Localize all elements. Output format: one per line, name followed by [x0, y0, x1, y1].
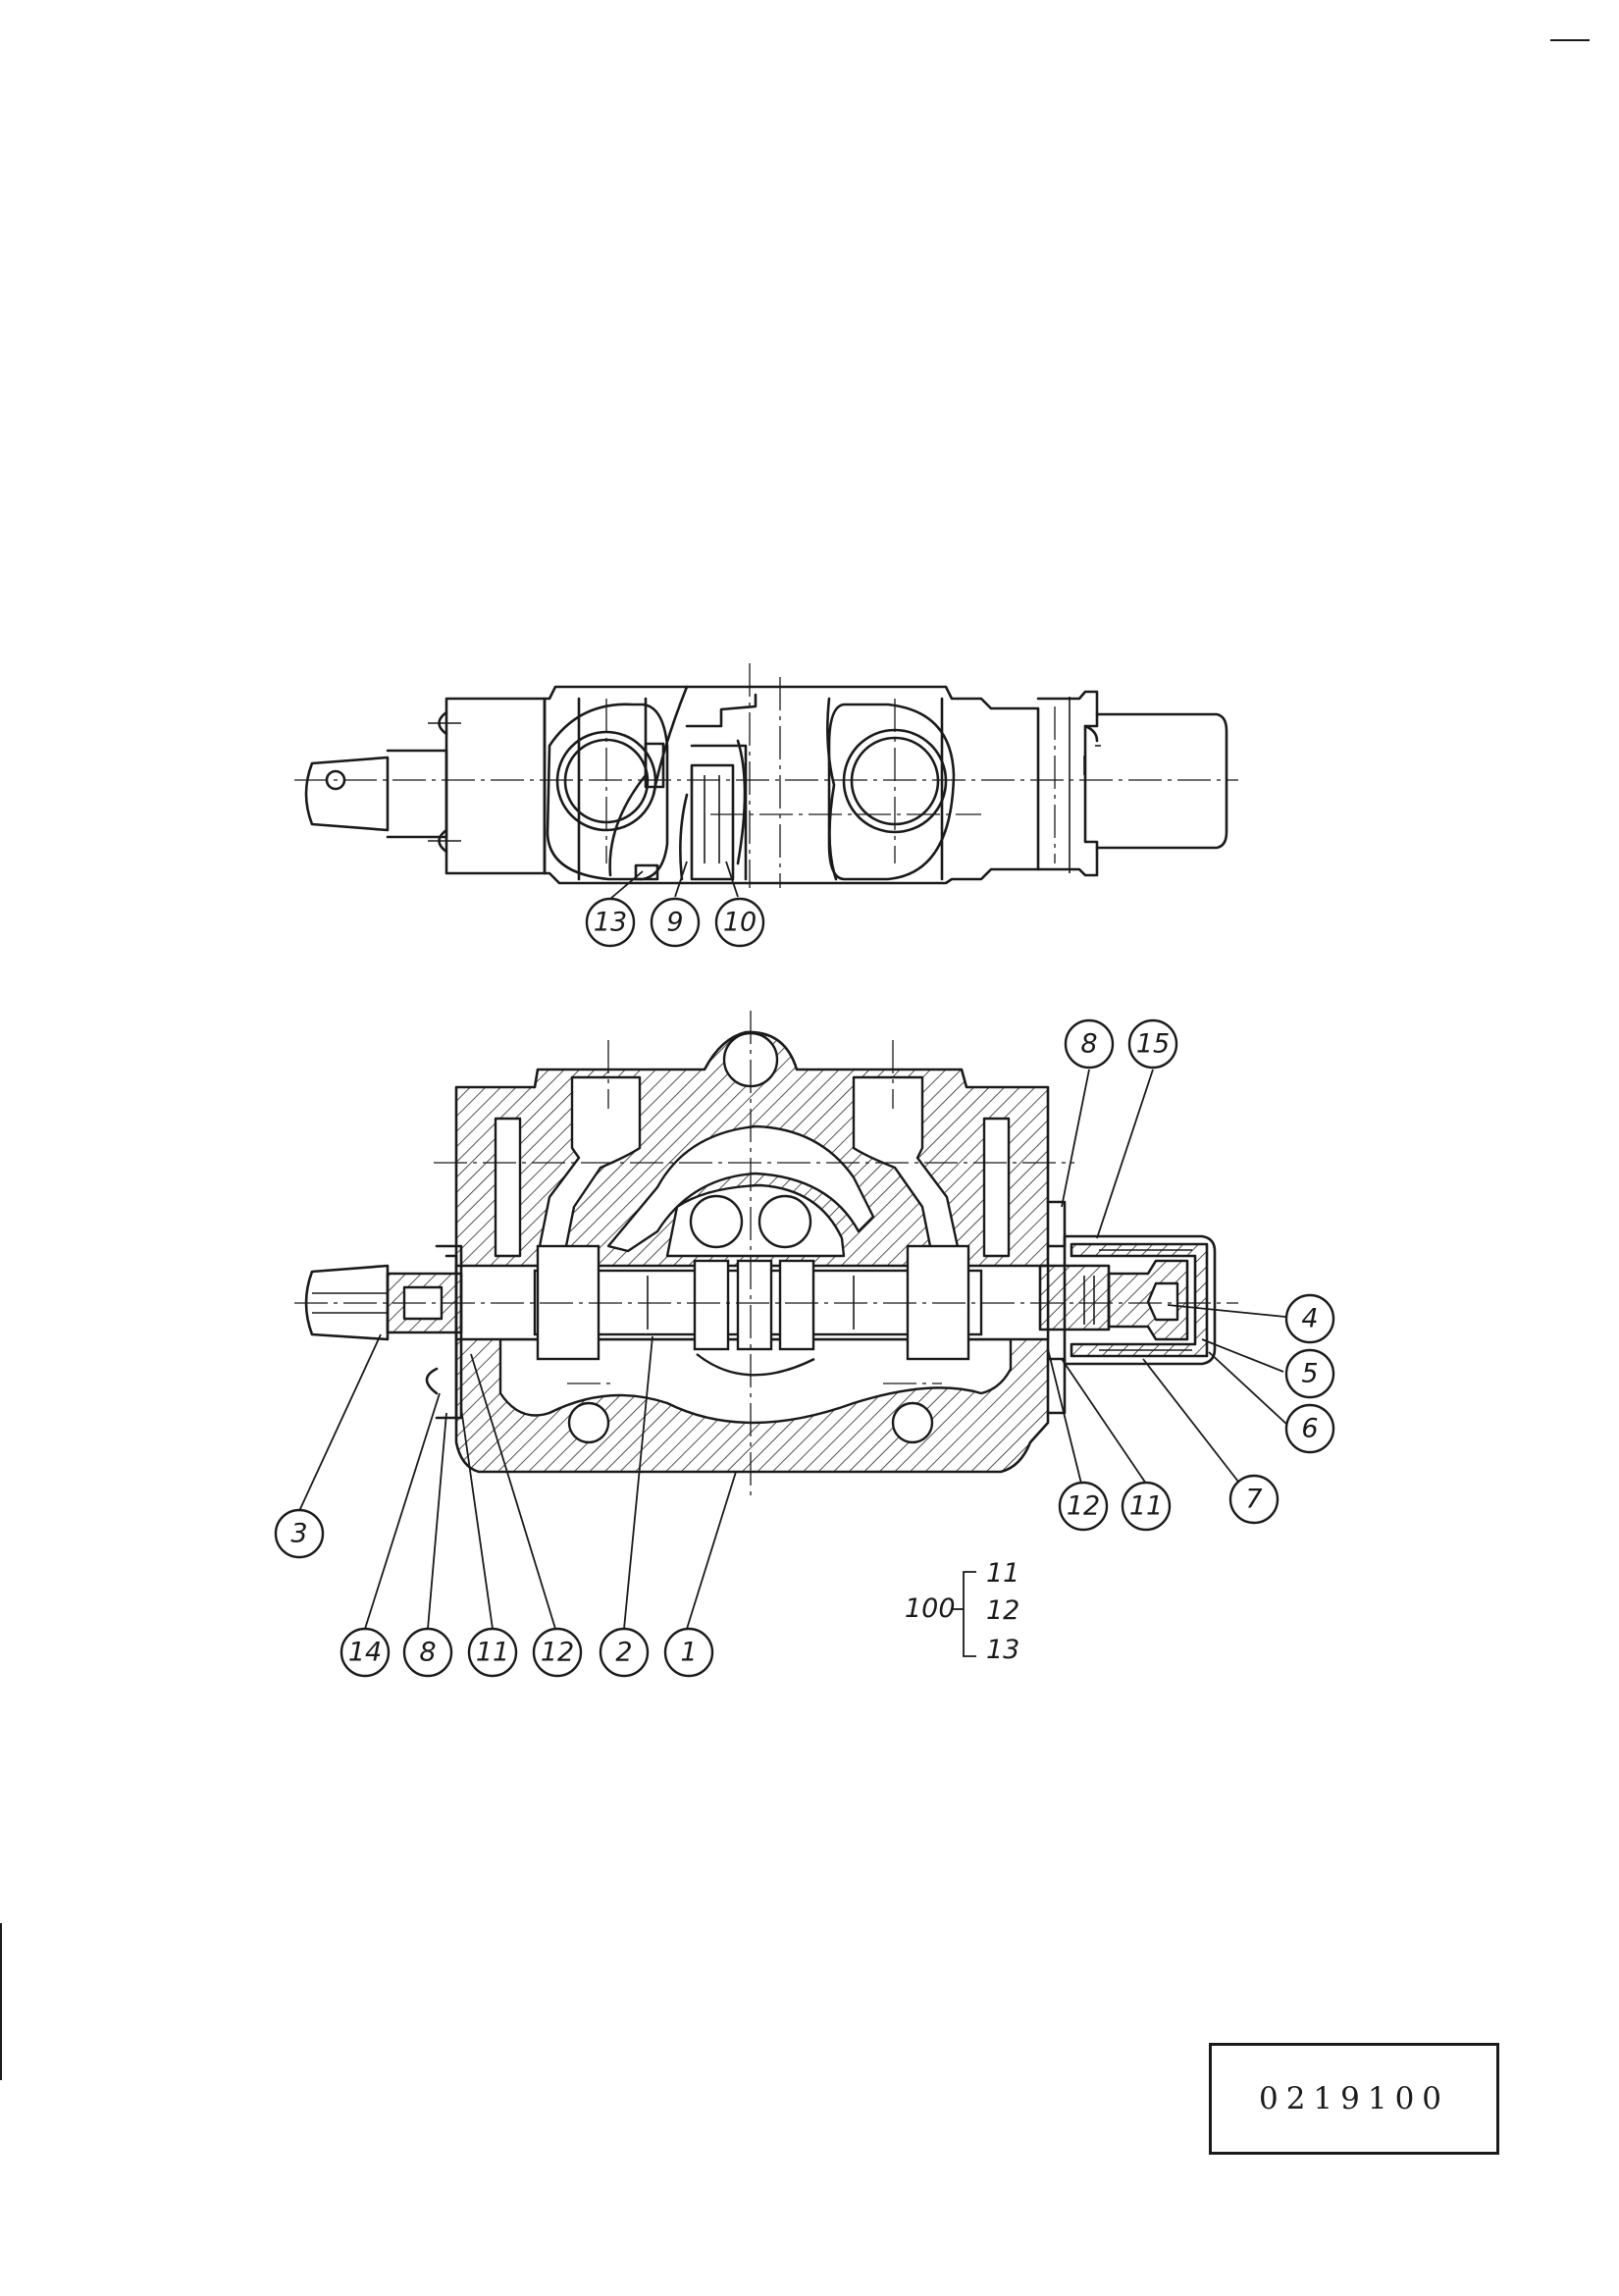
svg-text:7: 7 — [1245, 1485, 1262, 1515]
svg-text:2: 2 — [615, 1638, 632, 1668]
callout-7: 7 — [1228, 1474, 1280, 1525]
svg-text:13: 13 — [594, 908, 627, 938]
callout-3: 3 — [274, 1508, 325, 1559]
svg-text:11: 11 — [476, 1638, 509, 1668]
top-view — [294, 663, 1238, 888]
svg-text:1: 1 — [680, 1638, 697, 1668]
assembly-item-12: 12 — [986, 1595, 1019, 1626]
callout-8-left: 8 — [402, 1627, 453, 1678]
callout-11-left: 11 — [467, 1627, 518, 1678]
callout-4: 4 — [1284, 1293, 1335, 1344]
callout-6: 6 — [1284, 1403, 1335, 1454]
callout-1: 1 — [663, 1627, 714, 1678]
callout-14: 14 — [339, 1627, 391, 1678]
margin-mark-top-right — [1550, 39, 1590, 41]
section-view — [294, 1011, 1238, 1496]
svg-text:4: 4 — [1301, 1304, 1318, 1334]
callout-13: 13 — [585, 897, 636, 948]
callout-8-right: 8 — [1064, 1018, 1115, 1070]
svg-text:9: 9 — [666, 908, 683, 938]
callout-11-right: 11 — [1121, 1481, 1172, 1532]
assembly-number: 100 — [905, 1593, 956, 1624]
callout-10: 10 — [714, 897, 765, 948]
drawing-number-box: 0219100 — [1209, 2043, 1499, 2155]
leader-lines — [298, 861, 1288, 1630]
callout-2: 2 — [599, 1627, 650, 1678]
assembly-note: 100 11 12 13 — [905, 1558, 1019, 1665]
callout-12-left: 12 — [532, 1627, 583, 1678]
callout-12-right: 12 — [1058, 1481, 1109, 1532]
drawing-number: 0219100 — [1258, 2081, 1450, 2116]
assembly-item-13: 13 — [986, 1635, 1019, 1665]
callout-15: 15 — [1127, 1018, 1178, 1070]
svg-text:5: 5 — [1301, 1359, 1318, 1389]
callout-5: 5 — [1284, 1348, 1335, 1399]
callout-9: 9 — [650, 897, 701, 948]
svg-text:14: 14 — [348, 1638, 382, 1668]
svg-text:6: 6 — [1301, 1414, 1318, 1444]
svg-text:3: 3 — [290, 1519, 307, 1549]
svg-text:15: 15 — [1136, 1029, 1170, 1060]
svg-text:8: 8 — [1080, 1029, 1097, 1060]
margin-mark-left — [0, 1923, 2, 2080]
svg-text:12: 12 — [1067, 1491, 1100, 1522]
svg-text:10: 10 — [723, 908, 757, 938]
svg-text:11: 11 — [1129, 1491, 1163, 1522]
svg-text:12: 12 — [541, 1638, 574, 1668]
assembly-item-11: 11 — [986, 1558, 1019, 1589]
svg-text:8: 8 — [419, 1638, 436, 1668]
